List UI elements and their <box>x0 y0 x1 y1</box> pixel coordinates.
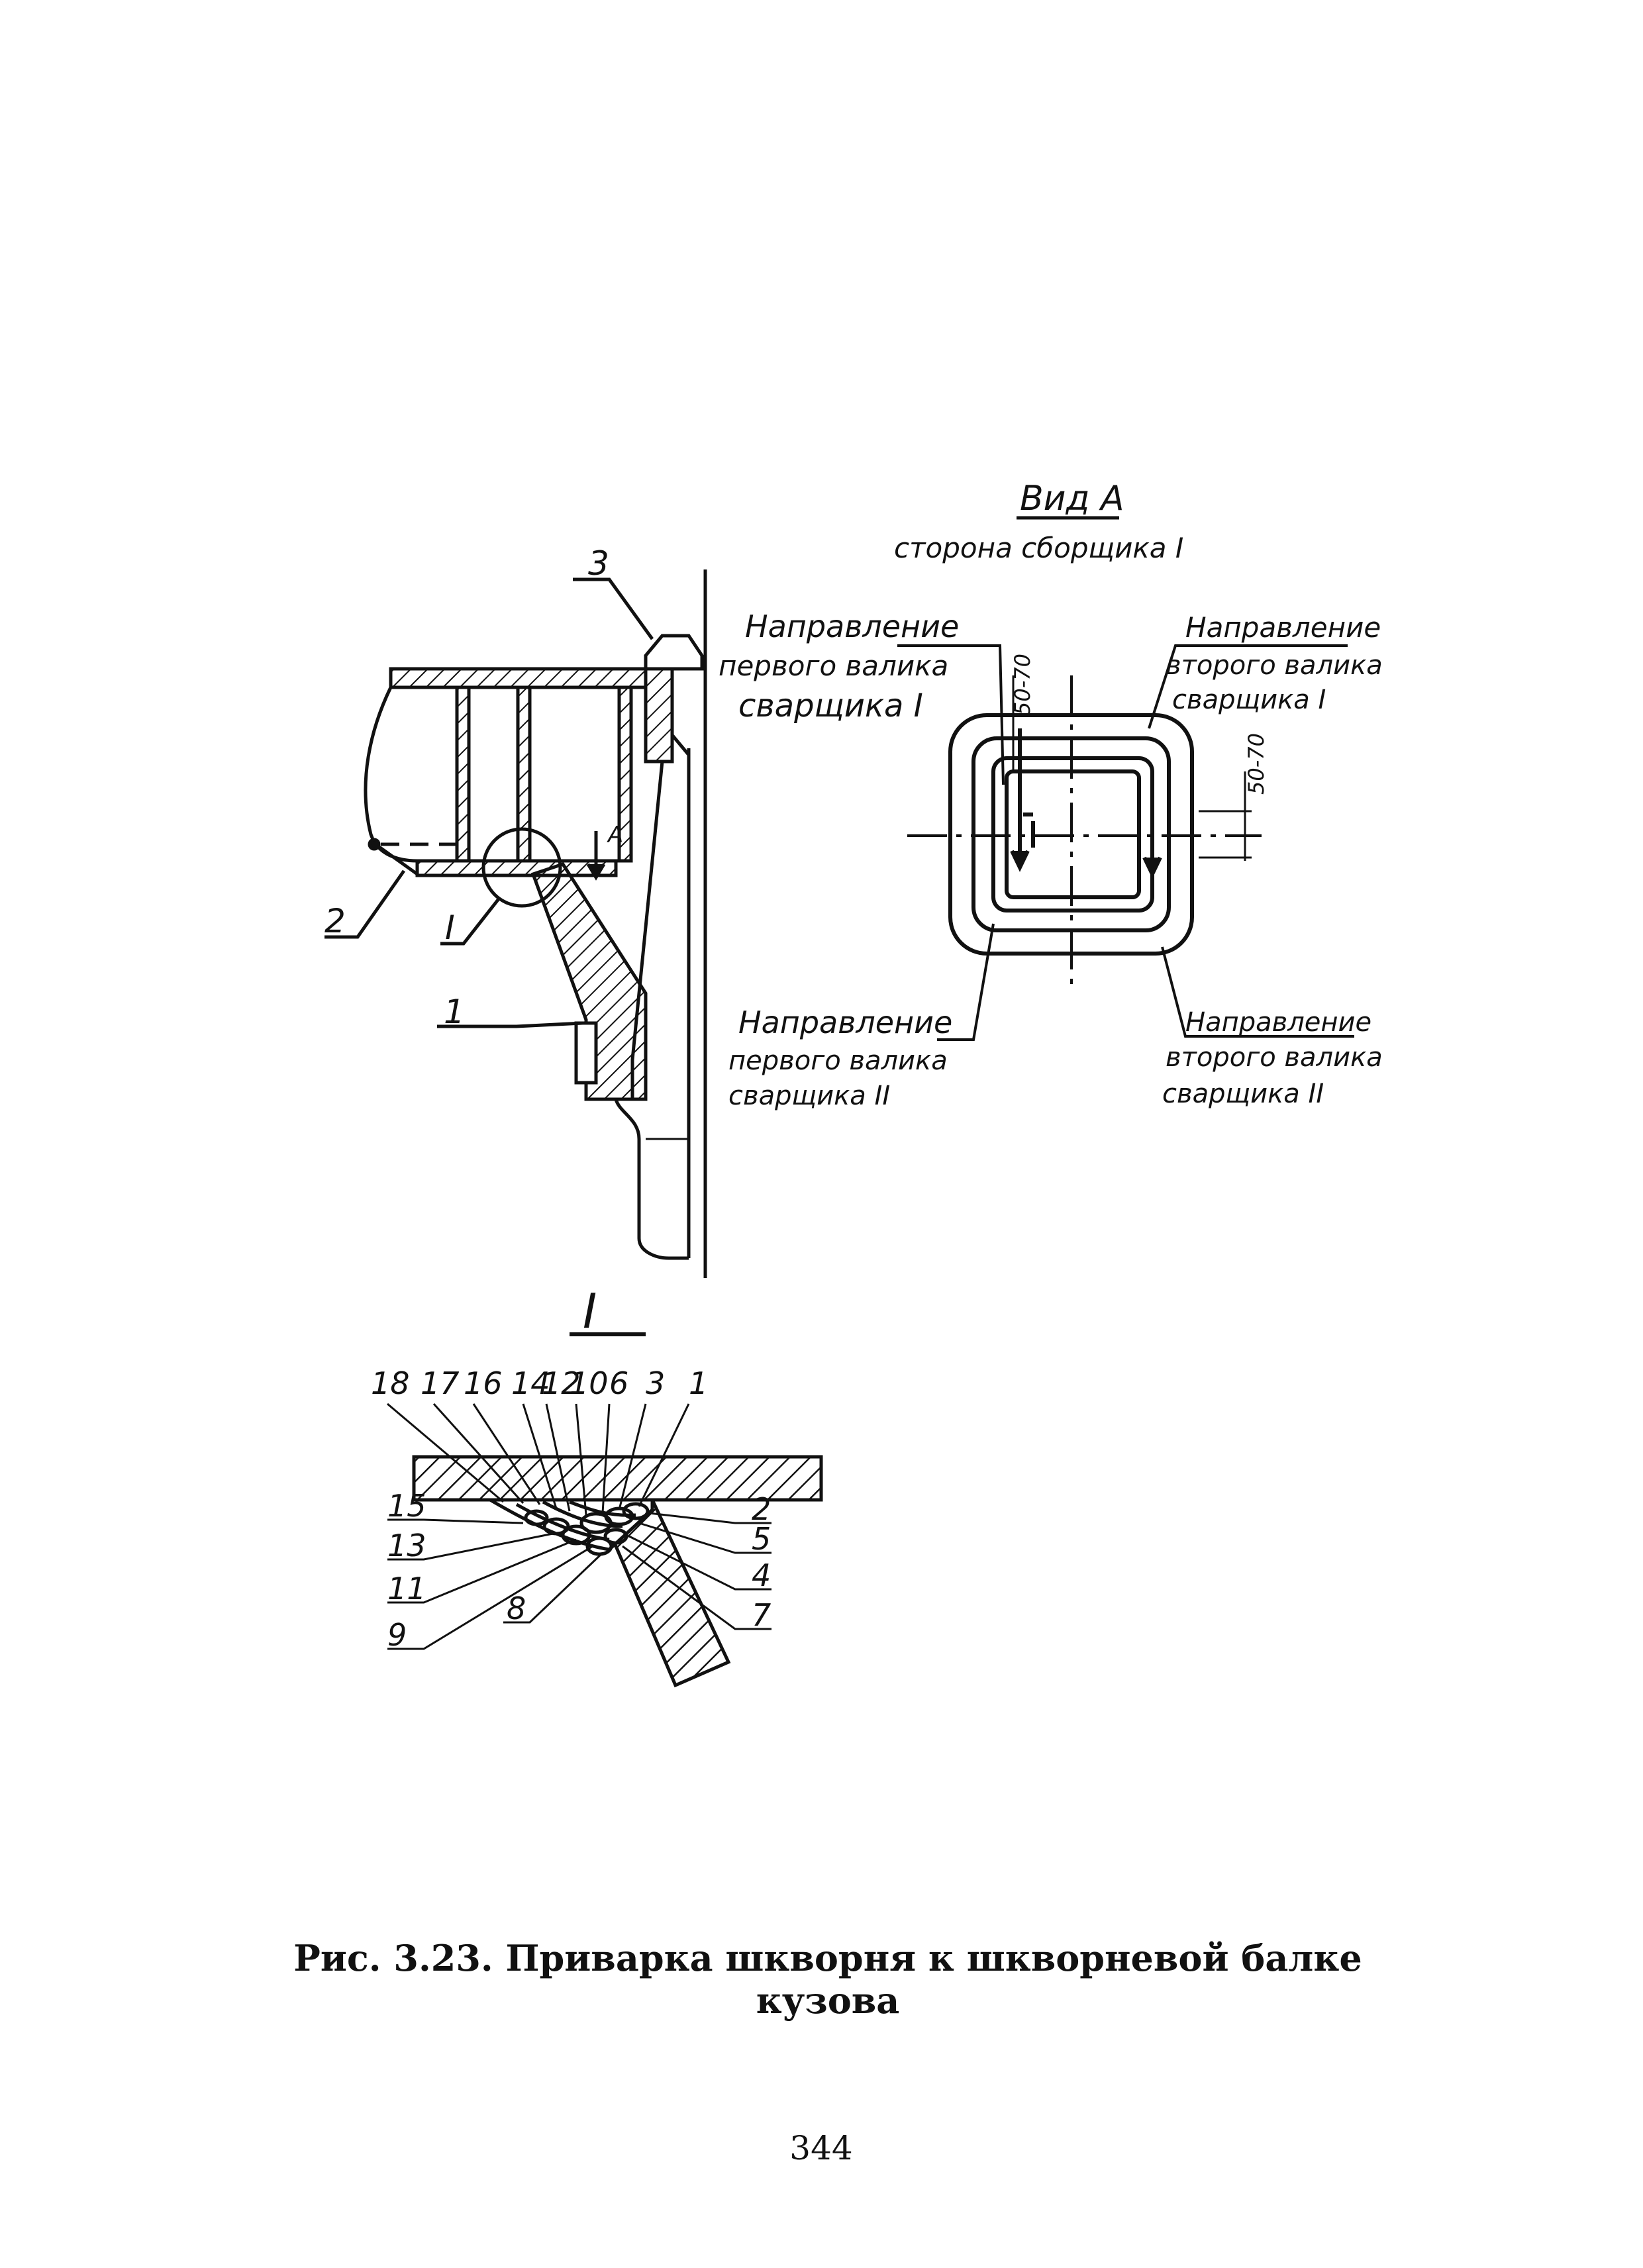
kingpin-top <box>644 634 704 671</box>
main-callouts: 3 2 I 1 А <box>324 544 623 1031</box>
detail-leaders <box>387 1403 772 1650</box>
callout-detail-I: I <box>445 909 455 947</box>
weld-pass-number: 9 <box>387 1617 407 1653</box>
svg-text:Направление: Направление <box>1185 611 1381 644</box>
detail-title: I <box>583 1283 597 1339</box>
weld-pass-number: 2 <box>752 1491 771 1527</box>
rib-3 <box>617 685 633 863</box>
svg-text:Направление: Направление <box>1185 1007 1371 1038</box>
rib-2 <box>516 685 532 863</box>
slot <box>574 1021 598 1085</box>
figure-caption: Рис. 3.23. Приварка шкворня к шкворневой… <box>293 1937 1362 2022</box>
weld-pass-number: 14 <box>511 1365 550 1401</box>
label-dir-first-I: Направление первого валика сварщика I <box>719 609 959 724</box>
kingpin-flange <box>644 667 674 764</box>
section-label-A: А <box>607 822 623 848</box>
detail-geometry <box>412 1455 823 1688</box>
svg-text:второго валика: второго валика <box>1166 1042 1383 1073</box>
leader-2 <box>324 869 406 939</box>
leader-3 <box>583 577 654 640</box>
view-a-title: Вид A <box>1020 479 1124 518</box>
detail-left-numbers: 15 13 11 9 8 <box>387 1488 526 1653</box>
weld-pass-number: 3 <box>646 1365 665 1401</box>
weld-pass-number: 8 <box>507 1591 526 1626</box>
bottom-plate <box>415 859 618 877</box>
weld-pass-number: 5 <box>752 1521 771 1557</box>
break-line <box>364 686 418 863</box>
detail-I: I <box>371 1283 823 1688</box>
rib-1 <box>455 685 471 863</box>
top-plate <box>389 667 648 689</box>
label-dir-second-I: Направление второго валика сварщика I <box>1166 611 1383 715</box>
label-dir-second-II: Направление второго валика сварщика II <box>1162 1007 1383 1109</box>
svg-text:сварщика I: сварщика I <box>1172 685 1326 715</box>
svg-text:первого валика: первого валика <box>728 1046 948 1076</box>
main-section-view <box>324 569 707 1278</box>
svg-text:Направление: Направление <box>738 1005 952 1040</box>
view-a-subtitle: сторона сборщика I <box>894 532 1183 564</box>
leader-1 <box>437 1021 583 1028</box>
svg-text:сварщика I: сварщика I <box>738 687 923 724</box>
weld-outline <box>897 644 1354 1041</box>
dimension-50-70-vertical: 50-70 <box>1010 654 1035 715</box>
weld-pass-number: 18 <box>371 1365 410 1401</box>
callout-1: 1 <box>444 993 465 1031</box>
kingpin-shank <box>614 1099 689 1260</box>
callout-3: 3 <box>588 544 609 583</box>
weld-pass-number: 13 <box>387 1528 426 1563</box>
weld-dot <box>368 838 381 851</box>
svg-text:Направление: Направление <box>745 609 959 644</box>
weld-pass-number: 11 <box>387 1571 426 1606</box>
leader-I <box>440 896 501 946</box>
detail-top-numbers: 18 17 16 14 12 10 6 3 1 <box>371 1365 708 1401</box>
weld-pass-number: 10 <box>570 1365 609 1401</box>
svg-text:второго валика: второго валика <box>1166 650 1383 681</box>
detail-circle <box>481 827 562 908</box>
callout-2: 2 <box>324 902 346 940</box>
svg-text:первого валика: первого валика <box>719 650 948 682</box>
page-number: 344 <box>789 2129 853 2167</box>
view-a: Вид A сторона сборщика I <box>719 479 1383 1111</box>
svg-text:сварщика II: сварщика II <box>1162 1079 1324 1109</box>
detail-right-numbers: 2 5 4 7 <box>752 1491 771 1633</box>
weld-pass-number: 15 <box>387 1488 426 1524</box>
weld-pass-number: 16 <box>464 1365 503 1401</box>
inclined-plate <box>530 862 648 1101</box>
svg-text:сварщика II: сварщика II <box>728 1081 890 1111</box>
weld-pass-number: 6 <box>609 1365 628 1401</box>
dimension-50-70-right: 50-70 <box>1244 733 1269 795</box>
weld-pass-number: 1 <box>689 1365 708 1401</box>
label-dir-first-II: Направление первого валика сварщика II <box>728 1005 952 1111</box>
weld-pass-number: 12 <box>542 1365 581 1401</box>
weld-pass-number: 4 <box>752 1557 771 1593</box>
weld-pass-number: 7 <box>752 1597 771 1633</box>
weld-pass-number: 17 <box>421 1365 460 1401</box>
